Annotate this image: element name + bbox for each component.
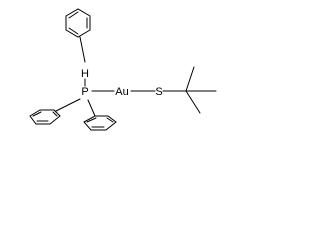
- phenyl-ring-right: [83, 115, 117, 131]
- atom-sulfur: S: [155, 86, 162, 98]
- molecule-drawing: H P Au S: [0, 0, 243, 151]
- structure-svg: H P Au S: [29, 8, 217, 131]
- phenyl-ring-left: [29, 109, 61, 125]
- bond-p-left-phenyl: [55, 98, 81, 112]
- atom-gold: Au: [115, 86, 128, 98]
- bond-c-methyl-top: [185, 66, 195, 92]
- bond-p-right-phenyl: [87, 99, 96, 117]
- bond-c-methyl-bottom: [185, 90, 201, 114]
- atom-hydrogen: H: [81, 68, 89, 80]
- phenyl-ring-top: [65, 8, 91, 38]
- bond-p-top-phenyl: [79, 36, 86, 63]
- atom-phosphorus: P: [81, 86, 88, 98]
